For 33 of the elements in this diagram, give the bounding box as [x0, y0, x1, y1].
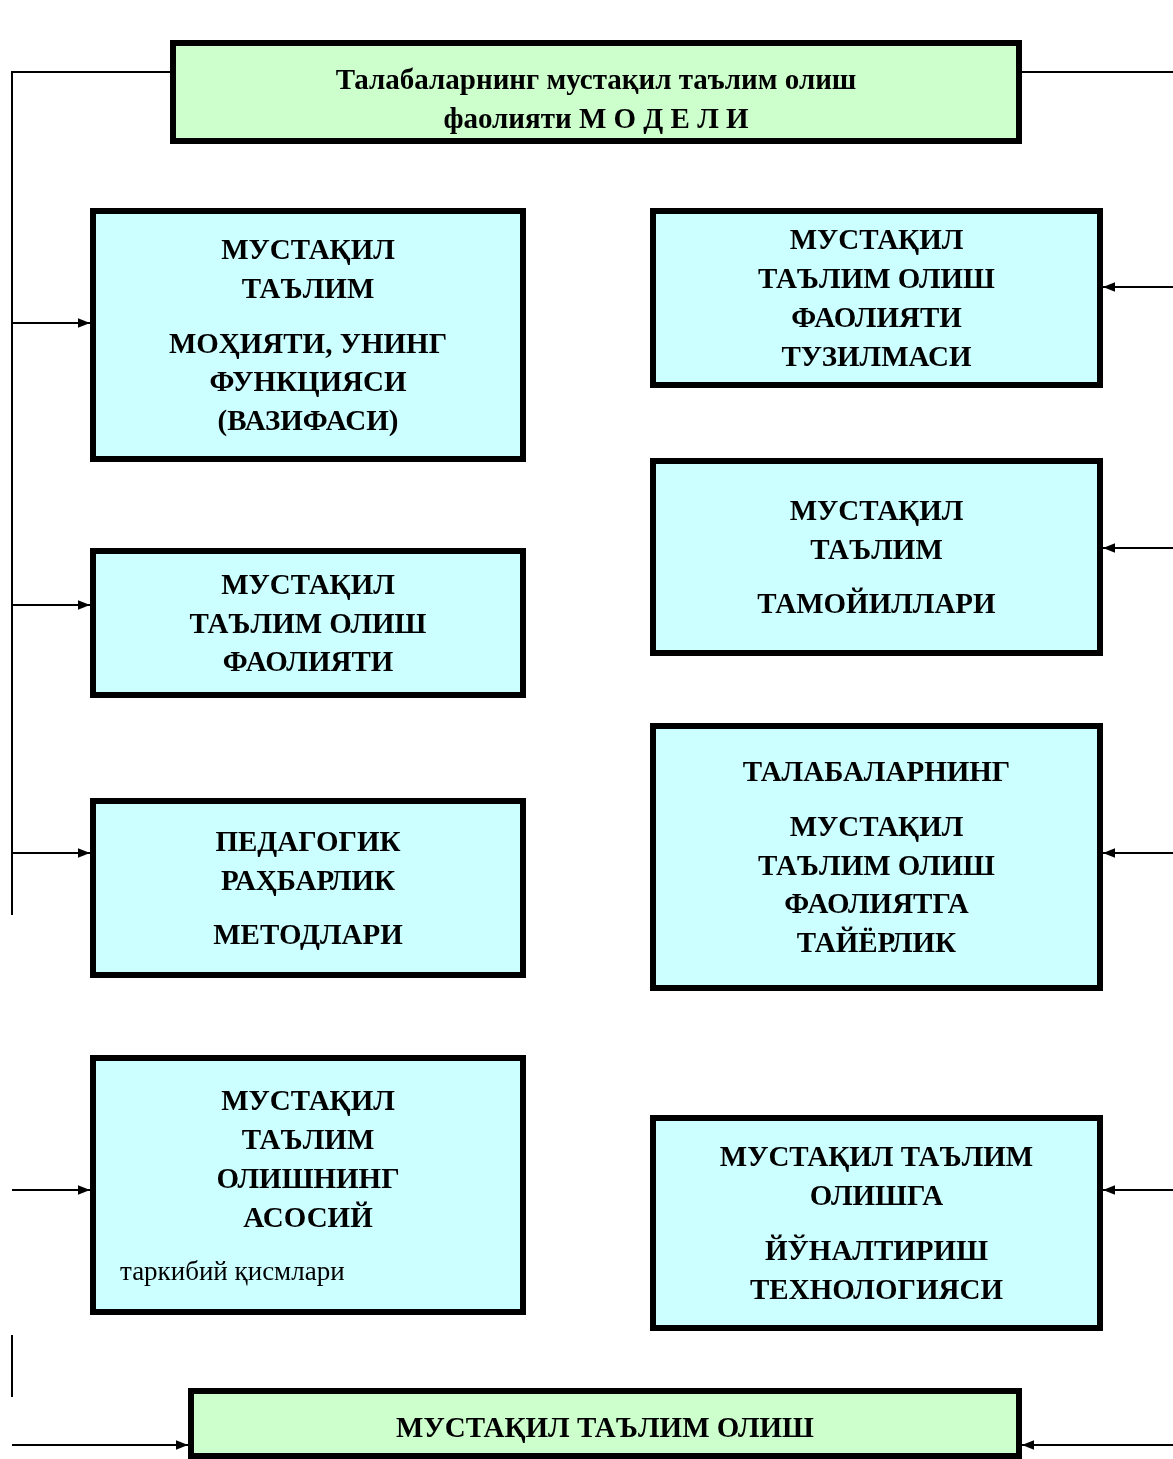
connector-arrow: [1102, 848, 1173, 858]
process-box: [90, 208, 526, 462]
box-label: Талабаларнинг мустақил таълим олиш фаолияти М О Д Е Л И: [334, 62, 858, 136]
box-label: ПЕДАГОГИК РАҲБАРЛИК: [214, 823, 402, 898]
box-label: ЙЎНАЛТИРИШ ТЕХНОЛОГИЯСИ: [749, 1233, 1004, 1307]
box-label: МОҲИЯТИ, УНИНГ ФУНКЦИЯСИ (ВАЗИФАСИ): [167, 325, 449, 439]
box-label: МУСТАҚИЛ ТАЪЛИМ ОЛИШГА: [718, 1139, 1035, 1214]
connector-arrow: [1102, 543, 1173, 553]
process-box: [170, 40, 1022, 144]
box-label: МУСТАҚИЛ ТАЪЛИМ ОЛИШ: [396, 1410, 814, 1445]
connector-arrow: [11, 1185, 91, 1195]
box-label: МУСТАҚИЛ ТАЪЛИМ ОЛИШ ФАОЛИЯТИ: [188, 566, 428, 680]
connector-arrow: [1102, 1185, 1173, 1195]
box-label: ТАМОЙИЛЛАРИ: [757, 586, 996, 622]
connector-arrow: [1102, 282, 1173, 292]
process-box: [90, 1055, 526, 1315]
box-label: ТАЛАБАЛАРНИНГ: [742, 753, 1011, 789]
process-box: [650, 458, 1103, 656]
box-label: МУСТАҚИЛ ТАЪЛИМ ОЛИШНИНГ АСОСИЙ: [215, 1083, 401, 1235]
box-label: МУСТАҚИЛ ТАЪЛИМ: [788, 492, 965, 567]
process-box: [90, 548, 526, 698]
box-label: МУСТАҚИЛ ТАЪЛИМ: [220, 231, 396, 306]
connector-arrow: [1021, 1440, 1173, 1450]
process-box: [650, 1115, 1103, 1331]
box-label: таркибий қисмлари: [119, 1254, 345, 1288]
process-box: [188, 1388, 1022, 1459]
box-label: МЕТОДЛАРИ: [213, 917, 403, 953]
box-label: МУСТАҚИЛ ТАЪЛИМ ОЛИШ ФАОЛИЯТГА ТАЙЁРЛИК: [757, 808, 996, 961]
box-label: МУСТАҚИЛ ТАЪЛИМ ОЛИШ ФАОЛИЯТИ ТУЗИЛМАСИ: [757, 222, 996, 374]
process-box: [650, 208, 1103, 388]
process-box: [650, 723, 1103, 991]
connector-arrow: [11, 1440, 189, 1450]
process-box: [90, 798, 526, 978]
